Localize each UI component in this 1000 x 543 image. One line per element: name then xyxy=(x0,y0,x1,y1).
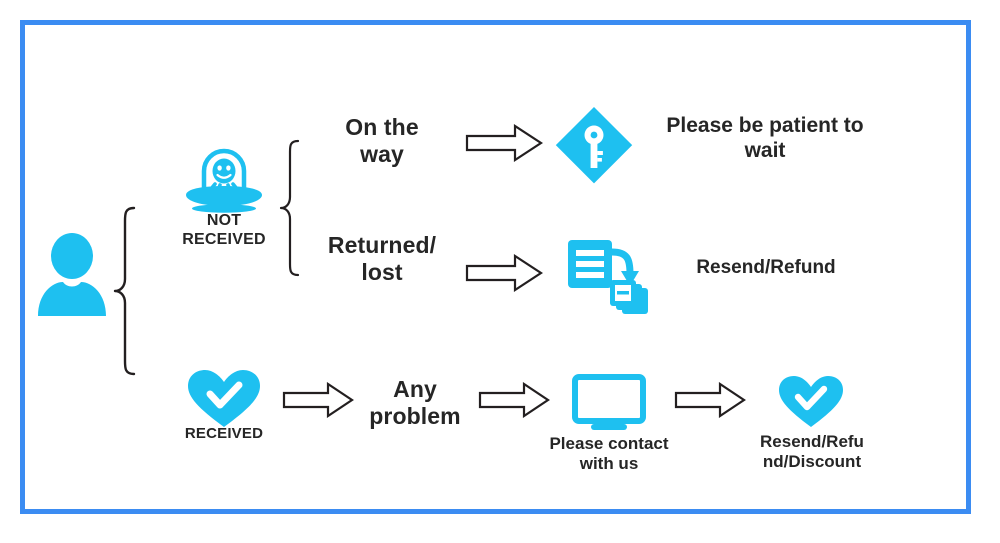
branch-label-returned-lost: Returned/ lost xyxy=(327,232,437,286)
arrow-right-icon-4 xyxy=(478,382,550,418)
not-received-caption: NOT RECEIVED xyxy=(182,212,266,248)
heart-check-icon-resolution xyxy=(777,374,845,430)
contact-us-label: Please contact with us xyxy=(549,434,669,474)
main-brace xyxy=(112,205,138,377)
arrow-right-icon-1 xyxy=(465,124,543,162)
arrow-right-icon-3 xyxy=(282,382,354,418)
branch-label-any-problem: Any problem xyxy=(369,376,461,430)
resolution-label: Resend/Refu nd/Discount xyxy=(760,432,864,472)
resend-document-icon xyxy=(566,238,650,316)
branch-label-on-the-way: On the way xyxy=(345,114,419,168)
not-received-brace xyxy=(278,138,302,278)
result-label-be-patient: Please be patient to wait xyxy=(666,114,864,162)
heart-check-icon-received xyxy=(186,368,262,430)
monitor-icon xyxy=(572,374,646,432)
ufo-alien-icon xyxy=(182,140,266,218)
arrow-right-icon-5 xyxy=(674,382,746,418)
person-icon xyxy=(36,232,108,316)
key-diamond-icon xyxy=(553,104,635,186)
arrow-right-icon-2 xyxy=(465,254,543,292)
result-label-resend-refund: Resend/Refund xyxy=(696,257,836,278)
received-caption: RECEIVED xyxy=(184,425,264,442)
